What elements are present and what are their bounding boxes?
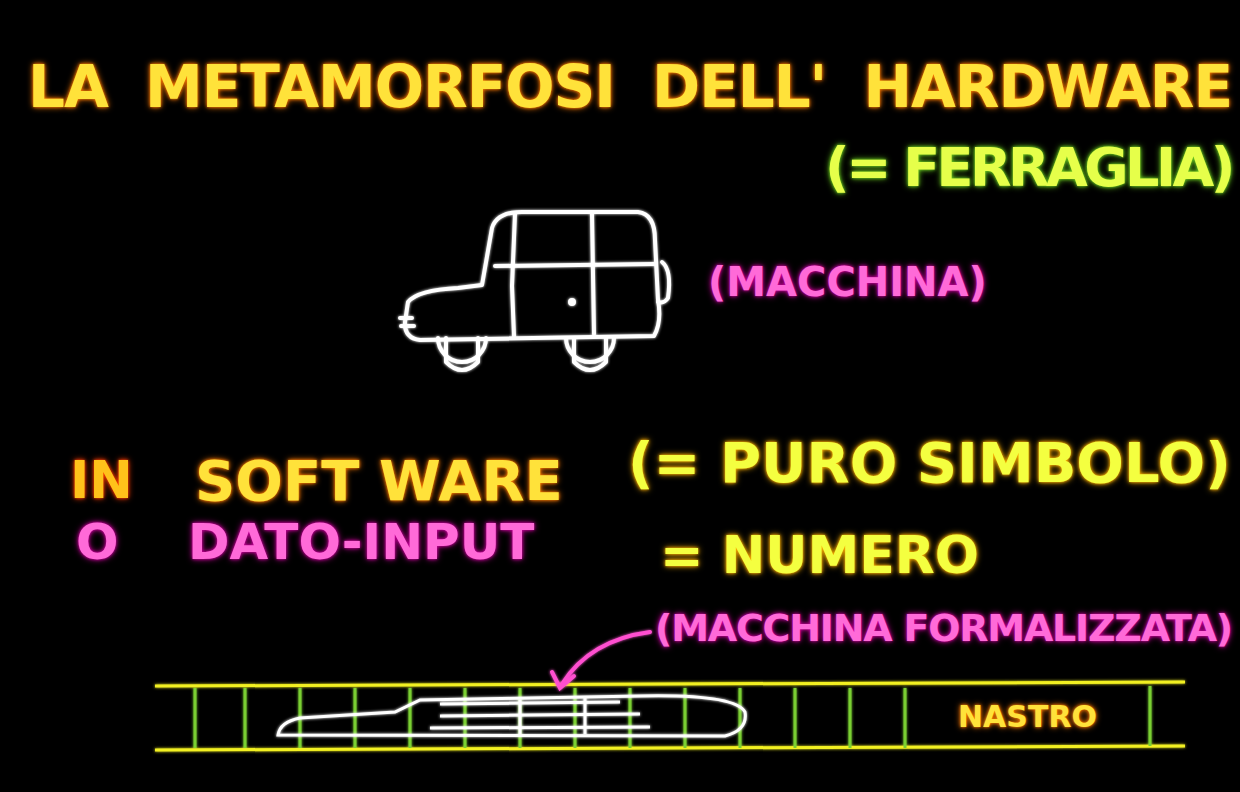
leader-arrow: [552, 632, 650, 688]
callout-label: (MACCHINA FORMALIZZATA): [655, 608, 1232, 650]
note-text: = NUMERO: [660, 527, 979, 584]
tape-band: NASTRO: [155, 682, 1185, 750]
callout-label: (MACCHINA): [708, 260, 987, 304]
word-text: O: [76, 515, 119, 570]
formal-car-drawing: [278, 696, 745, 736]
word-text: DATO-INPUT: [188, 515, 534, 570]
car-drawing: [400, 212, 669, 370]
title-text: LA METAMORFOSI DELL' HARDWARE: [28, 56, 1232, 120]
note-text: (= PURO SIMBOLO): [628, 432, 1231, 494]
tape-label: NASTRO: [958, 700, 1097, 733]
note-text: (= FERRAGLIA): [825, 138, 1232, 197]
tape-drawing: [155, 682, 1185, 750]
word-text: IN: [70, 452, 133, 509]
word-text: SOFT WARE: [195, 450, 563, 512]
